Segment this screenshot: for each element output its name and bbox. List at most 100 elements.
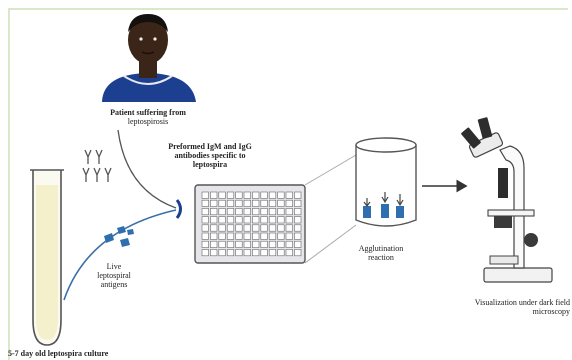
- microplate-icon: [194, 184, 306, 264]
- plate-well: [277, 232, 285, 240]
- frame-top-border: [8, 8, 568, 10]
- plate-well: [294, 249, 302, 257]
- antigen-icon: [104, 226, 134, 247]
- plate-well: [260, 199, 268, 207]
- plate-well: [210, 199, 218, 207]
- microscope-icon: [461, 117, 553, 283]
- plate-well: [210, 224, 218, 232]
- plate-well: [285, 232, 293, 240]
- plate-well: [218, 208, 226, 216]
- plate-well: [226, 216, 235, 224]
- plate-well: [235, 199, 243, 207]
- plate-well: [268, 216, 277, 224]
- plate-well: [294, 191, 302, 199]
- plate-well: [277, 191, 285, 199]
- plate-well: [294, 232, 302, 240]
- plate-well: [260, 208, 268, 216]
- plate-well: [201, 249, 209, 257]
- plate-well: [260, 224, 268, 232]
- plate-well: [268, 224, 277, 232]
- plate-well: [252, 191, 260, 199]
- plate-well: [243, 249, 251, 257]
- plate-well: [285, 249, 293, 257]
- visualization-line-2: microscopy: [532, 307, 570, 316]
- beaker-icon: [355, 137, 417, 227]
- plate-well: [201, 224, 209, 232]
- plate-well: [294, 224, 302, 232]
- plate-well: [243, 216, 251, 224]
- plate-well: [235, 224, 243, 232]
- antigen-line-1: Live: [106, 262, 122, 271]
- plate-well: [260, 191, 268, 199]
- plate-well: [201, 208, 209, 216]
- plate-well: [260, 216, 268, 224]
- plate-well: [226, 249, 235, 257]
- plate-well: [243, 224, 251, 232]
- plate-well: [235, 208, 243, 216]
- plate-well: [277, 249, 285, 257]
- plate-well: [201, 232, 209, 240]
- plate-well: [201, 240, 209, 248]
- plate-well: [201, 191, 209, 199]
- antibody-icon: [82, 149, 112, 182]
- plate-well: [210, 191, 218, 199]
- plate-well: [285, 216, 293, 224]
- plate-well: [243, 240, 251, 248]
- antigen-label: Live leptospiral antigens: [84, 262, 144, 289]
- plate-well: [226, 232, 235, 240]
- plate-well: [210, 216, 218, 224]
- plate-well: [218, 249, 226, 257]
- plate-well: [285, 240, 293, 248]
- plate-well: [268, 208, 277, 216]
- plate-well: [252, 249, 260, 257]
- culture-label: 5-7 day old leptospira culture: [8, 349, 109, 358]
- plate-well: [235, 240, 243, 248]
- plate-well: [294, 199, 302, 207]
- plate-well: [268, 232, 277, 240]
- patient-subtitle: leptospirosis: [127, 117, 169, 126]
- patient-title: Patient suffering from: [110, 108, 186, 117]
- plate-well: [243, 208, 251, 216]
- plate-well: [285, 191, 293, 199]
- plate-well: [201, 216, 209, 224]
- plate-well: [277, 208, 285, 216]
- visualization-line-1: Visualization under dark field: [474, 298, 570, 307]
- visualization-label: Visualization under dark field microscop…: [440, 298, 570, 316]
- antigen-line-2: leptospiral: [97, 271, 131, 280]
- plate-well: [218, 191, 226, 199]
- plate-well: [226, 224, 235, 232]
- plate-well: [268, 249, 277, 257]
- agglutination-line-2: reaction: [368, 253, 394, 262]
- plate-well: [268, 191, 277, 199]
- plate-well: [226, 199, 235, 207]
- plate-well: [285, 199, 293, 207]
- plate-well: [218, 240, 226, 248]
- plate-well: [285, 208, 293, 216]
- plate-well: [218, 216, 226, 224]
- patient-label: Patient suffering from leptospirosis: [96, 108, 200, 126]
- test-tube-icon: [30, 169, 64, 346]
- plate-well: [226, 191, 235, 199]
- plate-well: [268, 240, 277, 248]
- plate-well: [294, 240, 302, 248]
- plate-well: [294, 216, 302, 224]
- antibody-flow-line: [117, 129, 177, 209]
- plate-well: [235, 216, 243, 224]
- plate-well: [210, 249, 218, 257]
- agglutination-line-1: Agglutination: [358, 244, 404, 253]
- plate-well: [243, 199, 251, 207]
- plate-well: [226, 208, 235, 216]
- culture-flow-line: [63, 209, 177, 301]
- plate-well: [260, 249, 268, 257]
- plate-well: [252, 224, 260, 232]
- plate-well: [218, 224, 226, 232]
- zoom-line-top: [304, 154, 357, 186]
- plate-well: [285, 224, 293, 232]
- plate-well: [235, 191, 243, 199]
- plate-well: [252, 232, 260, 240]
- plate-well: [260, 232, 268, 240]
- plate-well: [243, 191, 251, 199]
- plate-well: [260, 240, 268, 248]
- plate-well: [277, 216, 285, 224]
- zoom-line-bottom: [304, 224, 357, 264]
